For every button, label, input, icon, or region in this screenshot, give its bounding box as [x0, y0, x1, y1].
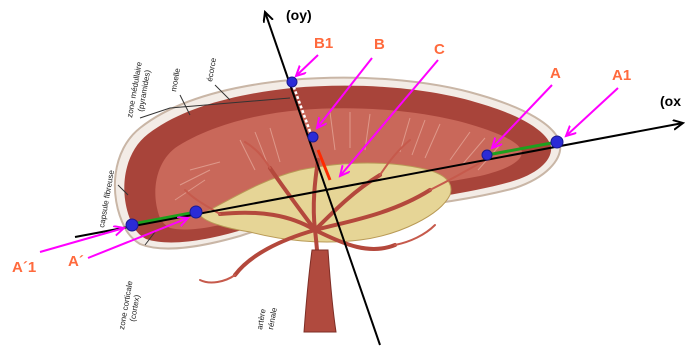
point-A1: [551, 136, 563, 148]
label-B: B: [374, 36, 385, 53]
arrow-B1: [296, 55, 318, 76]
label-fibrous-capsule: capsule fibreuse: [97, 169, 116, 228]
label-A1-prime: A´1: [12, 259, 36, 276]
label-B1: B1: [314, 35, 333, 52]
label-C: C: [434, 41, 445, 58]
label-A1: A1: [612, 67, 631, 84]
point-B: [308, 132, 318, 142]
label-cortex-top: écorce: [205, 57, 218, 83]
axis-ox-label: (ox: [660, 93, 681, 109]
label-renal: rénale: [266, 306, 279, 330]
point-A: [482, 150, 492, 160]
arrow-A1: [566, 88, 618, 136]
renal-artery: [304, 250, 336, 332]
point-B1: [287, 77, 297, 87]
axis-oy-label: (oy): [286, 7, 312, 23]
point-A-prime: [190, 206, 202, 218]
label-medulla: moelle: [169, 67, 182, 92]
label-A: A: [550, 65, 561, 82]
label-A-prime: A´: [68, 253, 84, 270]
point-A1-prime: [126, 219, 138, 231]
